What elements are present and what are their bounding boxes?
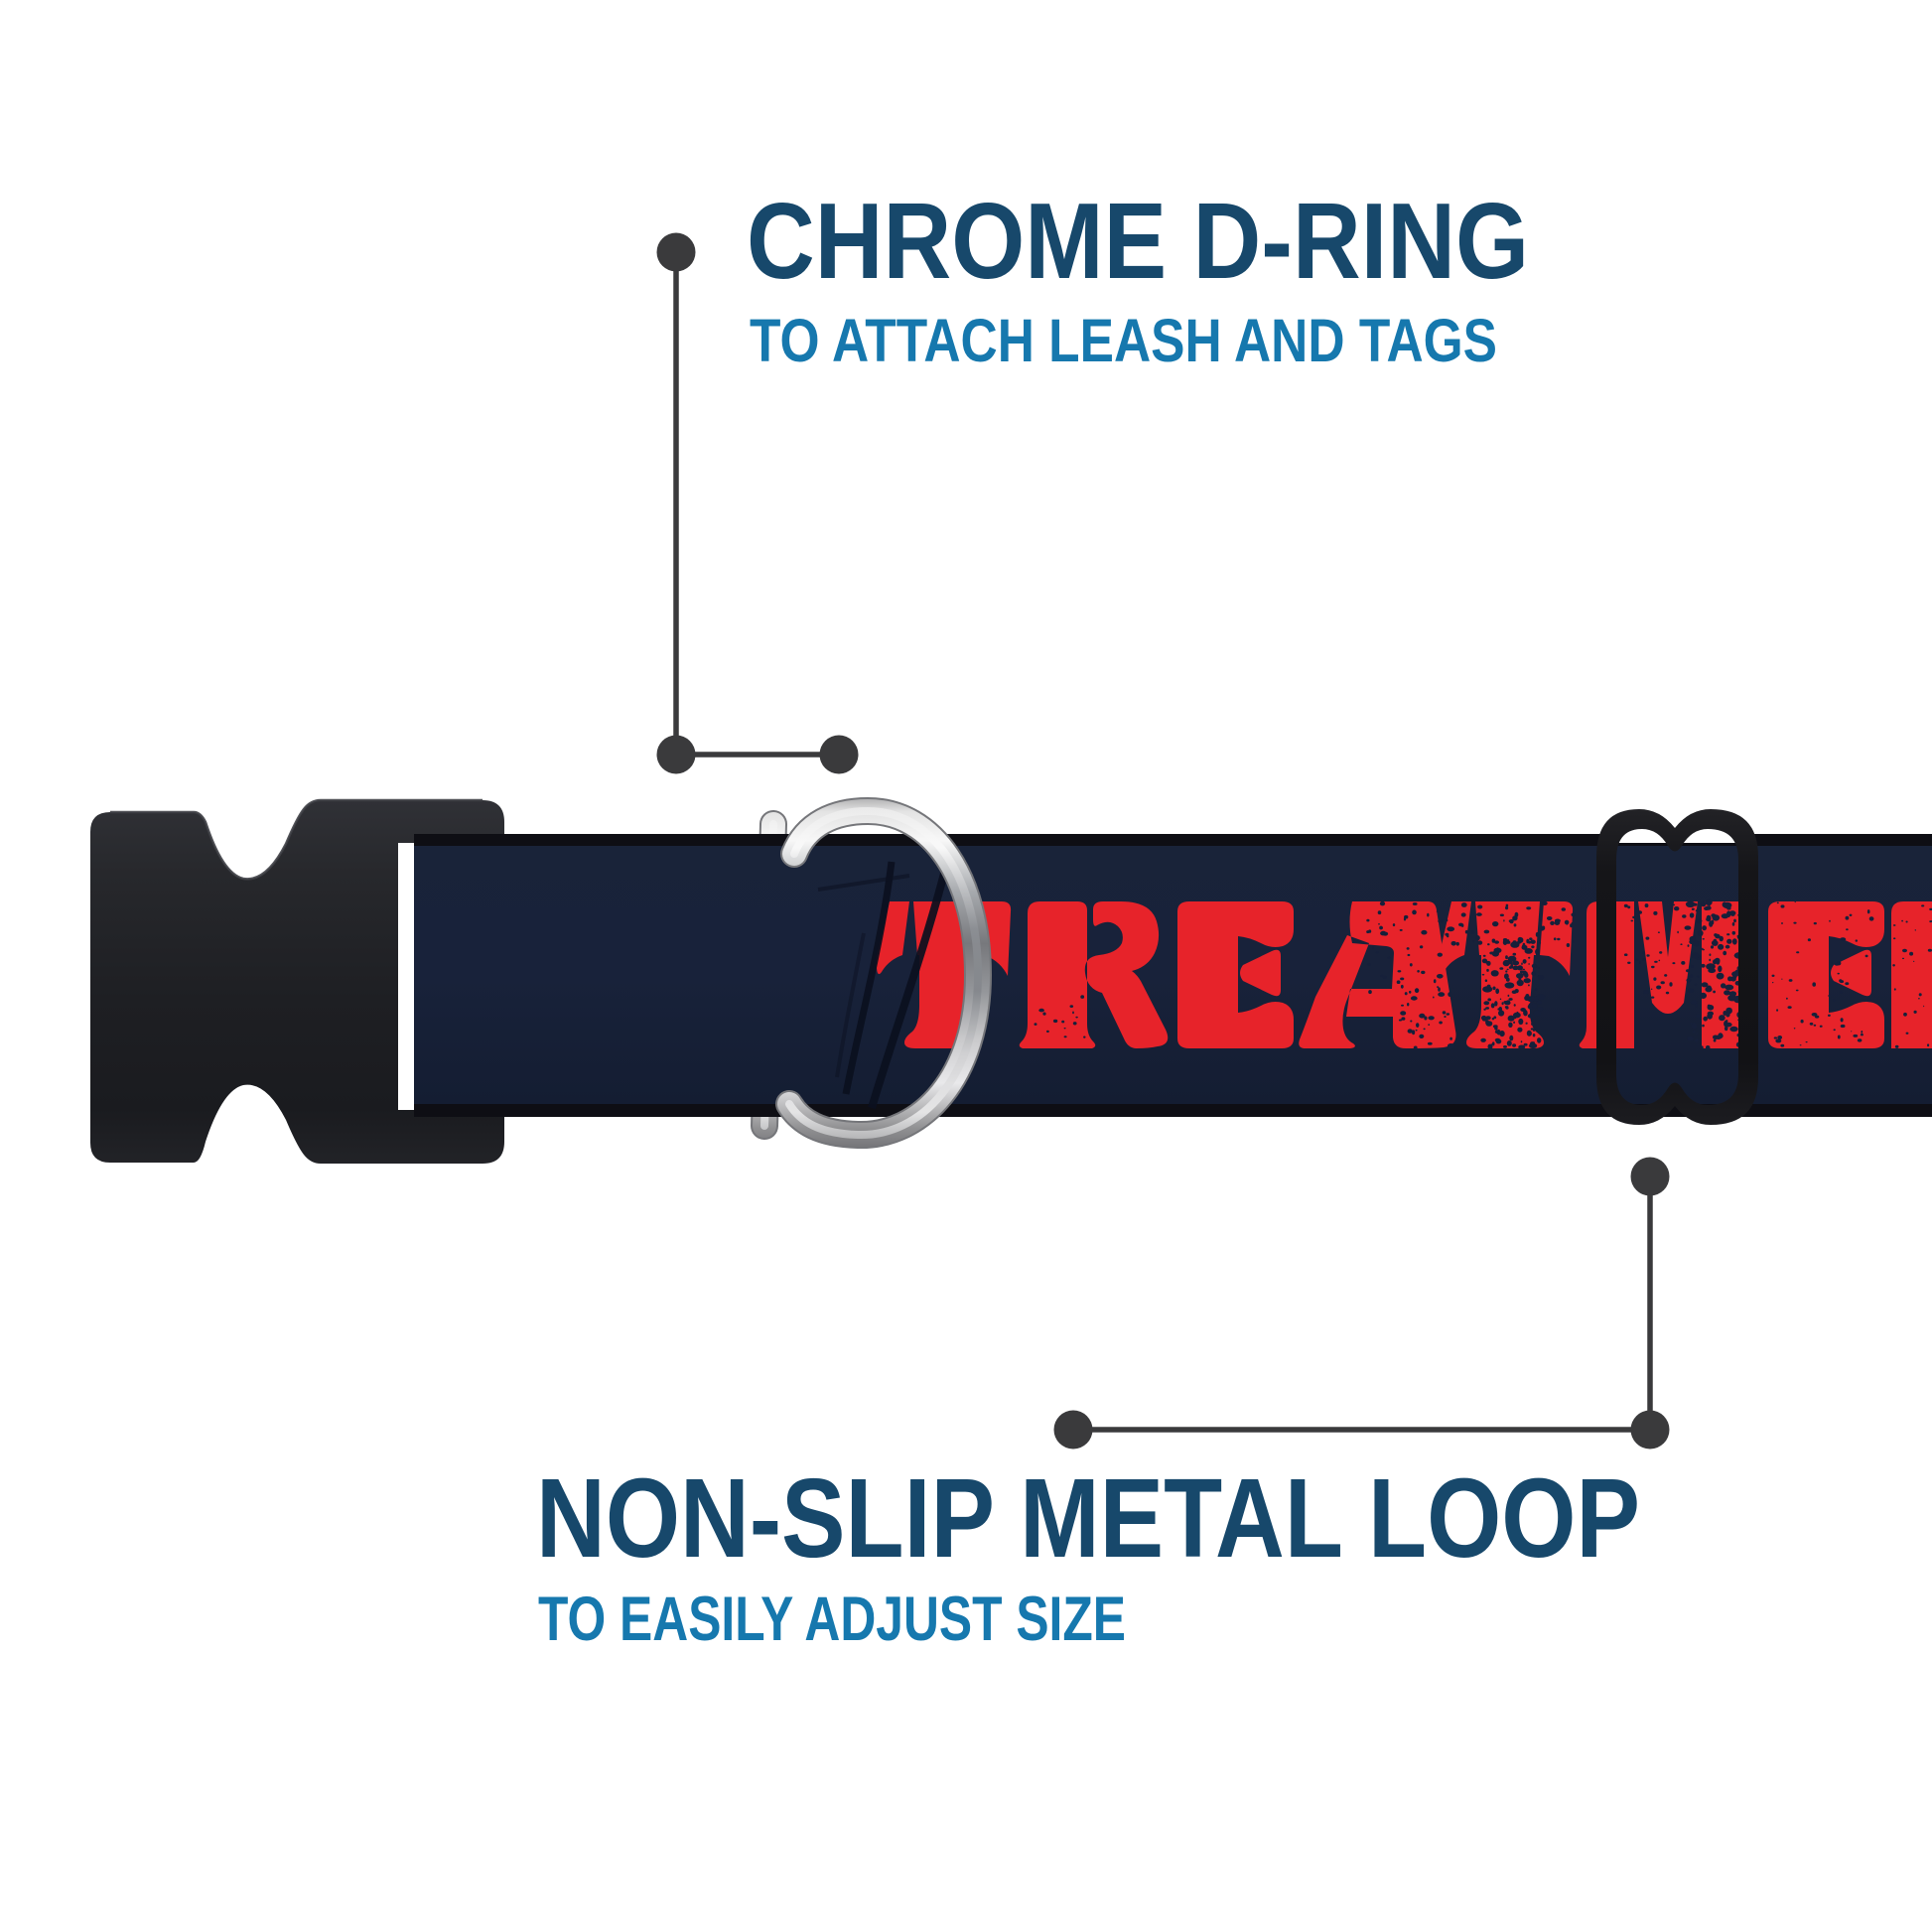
svg-text:CHROME D-RING: CHROME D-RING [747,181,1529,302]
svg-text:NON-SLIP METAL LOOP: NON-SLIP METAL LOOP [536,1455,1640,1581]
svg-text:TO ATTACH LEASH AND TAGS: TO ATTACH LEASH AND TAGS [750,307,1497,374]
svg-text:TO EASILY ADJUST SIZE: TO EASILY ADJUST SIZE [538,1585,1126,1654]
